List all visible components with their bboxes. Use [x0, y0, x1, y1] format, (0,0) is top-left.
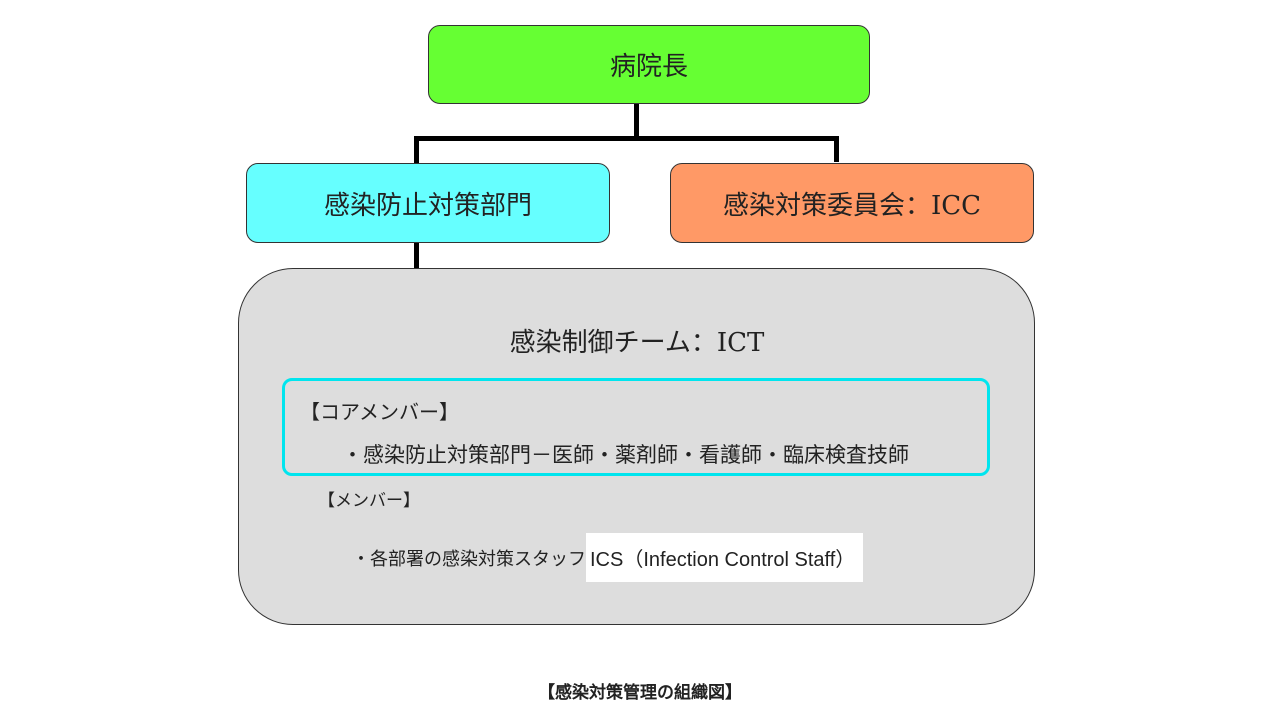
connector: [414, 136, 839, 141]
director-node: 病院長: [428, 25, 870, 104]
director-label: 病院長: [609, 52, 688, 82]
members-list: ・各部署の感染対策スタッフ ICS（Infection Control Staf…: [352, 533, 864, 582]
icc-node: 感染対策委員会：ICC: [670, 163, 1034, 243]
connector: [634, 104, 639, 140]
core-members-list: ・感染防止対策部門－医師・薬剤師・看護師・臨床検査技師: [342, 443, 909, 467]
icc-label: 感染対策委員会：ICC: [722, 190, 982, 221]
core-members-heading: 【コアメンバー】: [300, 400, 459, 424]
prevention-dept-node: 感染防止対策部門: [246, 163, 610, 243]
connector: [414, 243, 419, 269]
connector: [414, 136, 419, 164]
members-prefix: ・各部署の感染対策スタッフ: [352, 548, 586, 570]
prevention-dept-label: 感染防止対策部門: [323, 190, 532, 221]
diagram-caption: 【感染対策管理の組織図】: [538, 683, 742, 703]
members-highlight: ICS（Infection Control Staff）: [586, 533, 864, 582]
members-heading: 【メンバー】: [318, 491, 420, 511]
core-members-box: [282, 378, 990, 476]
connector: [834, 136, 839, 162]
ict-title: 感染制御チーム：ICT: [509, 328, 765, 358]
